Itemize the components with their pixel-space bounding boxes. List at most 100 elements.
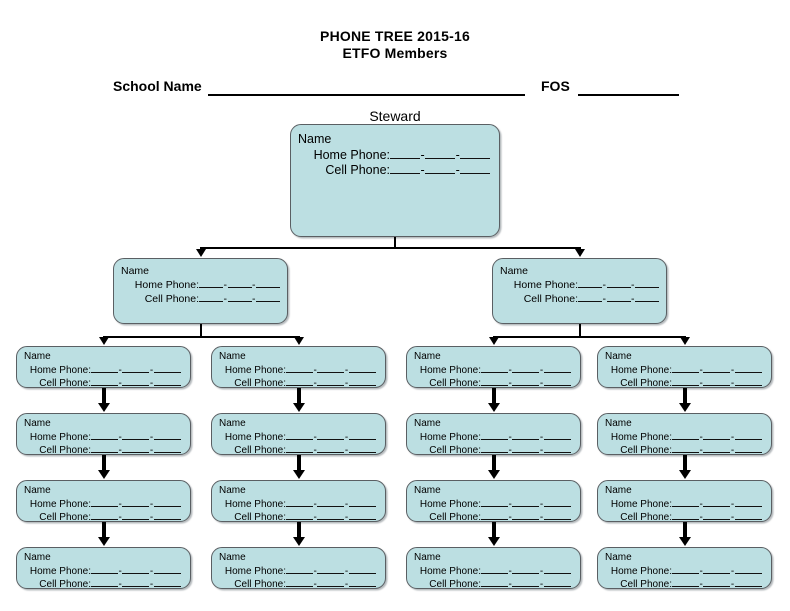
phone-blank[interactable] [122,578,150,588]
phone-blank[interactable] [153,497,181,507]
phone-blank[interactable] [425,163,456,175]
leaf-node-c3-r0-home-phone-row[interactable]: Home Phone:-- [605,363,764,377]
phone-blank[interactable] [317,497,345,507]
phone-blank[interactable] [91,578,118,588]
phone-blank[interactable] [199,292,223,302]
level2-node-0-home-phone-row[interactable]: Home Phone:-- [121,278,280,292]
phone-blank[interactable] [348,377,376,387]
phone-blank[interactable] [512,444,540,454]
phone-blank[interactable] [348,363,376,373]
phone-blank[interactable] [512,363,540,373]
phone-blank[interactable] [703,497,731,507]
phone-blank[interactable] [578,278,602,288]
phone-blank[interactable] [122,444,150,454]
phone-blank[interactable] [460,147,491,159]
leaf-node-c3-r3-cell-phone-blanks[interactable]: -- [672,578,764,592]
phone-blank[interactable] [481,578,508,588]
leaf-node-c3-r0-cell-phone-blanks[interactable]: -- [672,377,764,391]
phone-blank[interactable] [481,363,508,373]
leaf-node-c1-r3-cell-phone-blanks[interactable]: -- [286,578,378,592]
leaf-node-c2-r0-home-phone-blanks[interactable]: -- [481,363,573,377]
phone-blank[interactable] [286,430,313,440]
steward-node[interactable]: Name Home Phone: - - Cell Phone: - - [290,124,500,237]
phone-blank[interactable] [153,430,181,440]
leaf-node-c2-r2-home-phone-row[interactable]: Home Phone:-- [414,497,573,511]
phone-blank[interactable] [734,430,762,440]
phone-blank[interactable] [512,497,540,507]
leaf-node-c3-r0-cell-phone-row[interactable]: Cell Phone:-- [605,377,764,391]
phone-blank[interactable] [153,511,181,521]
level2-node-0-cell-phone-blanks[interactable]: -- [199,292,280,306]
leaf-node-c3-r1-home-phone-blanks[interactable]: -- [672,430,764,444]
leaf-node-c2-r2-cell-phone-blanks[interactable]: -- [481,511,573,525]
leaf-node-c0-r0-cell-phone-blanks[interactable]: -- [91,377,183,391]
phone-blank[interactable] [543,430,571,440]
leaf-node-c2-r1-cell-phone-blanks[interactable]: -- [481,444,573,458]
leaf-node-c0-r1-cell-phone-row[interactable]: Cell Phone:-- [24,444,183,458]
level2-node-1-home-phone-blanks[interactable]: -- [578,278,659,292]
phone-blank[interactable] [635,292,659,302]
phone-blank[interactable] [672,363,699,373]
phone-blank[interactable] [543,377,571,387]
leaf-node-c1-r1-cell-phone-row[interactable]: Cell Phone:-- [219,444,378,458]
level2-node-1-cell-phone-row[interactable]: Cell Phone:-- [500,292,659,306]
leaf-node-c0-r3-cell-phone-blanks[interactable]: -- [91,578,183,592]
leaf-node-c0-r1-cell-phone-blanks[interactable]: -- [91,444,183,458]
phone-blank[interactable] [286,497,313,507]
phone-blank[interactable] [512,511,540,521]
leaf-node-c3-r2-home-phone-blanks[interactable]: -- [672,497,764,511]
phone-blank[interactable] [91,363,118,373]
phone-blank[interactable] [199,278,223,288]
leaf-node-c0-r0-home-phone-row[interactable]: Home Phone:-- [24,363,183,377]
phone-blank[interactable] [286,377,313,387]
leaf-node-c2-r3-cell-phone-blanks[interactable]: -- [481,578,573,592]
phone-blank[interactable] [672,564,699,574]
phone-blank[interactable] [672,497,699,507]
phone-blank[interactable] [543,444,571,454]
phone-blank[interactable] [286,564,313,574]
phone-blank[interactable] [317,564,345,574]
school-name-input[interactable] [208,94,525,96]
leaf-node-c2-r1-cell-phone-row[interactable]: Cell Phone:-- [414,444,573,458]
phone-blank[interactable] [635,278,659,288]
level2-node-1-cell-phone-blanks[interactable]: -- [578,292,659,306]
leaf-node-c0-r1-home-phone-blanks[interactable]: -- [91,430,183,444]
phone-blank[interactable] [481,377,508,387]
leaf-node-c1-r2-cell-phone-row[interactable]: Cell Phone:-- [219,511,378,525]
phone-blank[interactable] [672,578,699,588]
phone-blank[interactable] [734,444,762,454]
level2-node-0-home-phone-blanks[interactable]: -- [199,278,280,292]
phone-blank[interactable] [122,564,150,574]
phone-blank[interactable] [672,444,699,454]
phone-blank[interactable] [512,377,540,387]
leaf-node-c3-r3-cell-phone-row[interactable]: Cell Phone:-- [605,578,764,592]
phone-blank[interactable] [703,363,731,373]
phone-blank[interactable] [91,377,118,387]
phone-blank[interactable] [122,511,150,521]
phone-blank[interactable] [425,147,456,159]
phone-blank[interactable] [286,511,313,521]
leaf-node-c0-r3-home-phone-row[interactable]: Home Phone:-- [24,564,183,578]
phone-blank[interactable] [348,497,376,507]
leaf-node-c2-r2-cell-phone-row[interactable]: Cell Phone:-- [414,511,573,525]
phone-blank[interactable] [703,377,731,387]
leaf-node-c0-r3-cell-phone-row[interactable]: Cell Phone:-- [24,578,183,592]
phone-blank[interactable] [734,578,762,588]
leaf-node-c2-r1-home-phone-blanks[interactable]: -- [481,430,573,444]
level2-node-1-home-phone-row[interactable]: Home Phone:-- [500,278,659,292]
phone-blank[interactable] [91,511,118,521]
phone-blank[interactable] [606,292,631,302]
leaf-node-c2-r3-cell-phone-row[interactable]: Cell Phone:-- [414,578,573,592]
phone-blank[interactable] [153,564,181,574]
leaf-node-c1-r0-cell-phone-blanks[interactable]: -- [286,377,378,391]
